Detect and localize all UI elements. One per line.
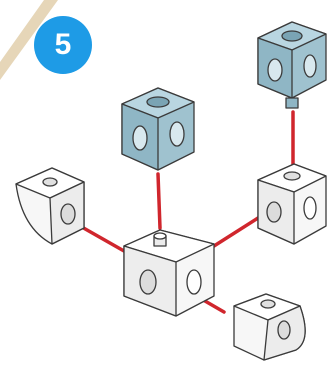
right-top-blue-cube [257,21,327,109]
connector-center-to-left [78,224,126,253]
top-blue-cube [121,87,195,171]
corner-stripe [0,0,58,80]
left-roof-piece [15,167,85,245]
connector-center-to-top [156,172,162,230]
bottom-right-roof-piece [233,293,306,361]
center-cube [123,229,215,317]
right-white-cube [257,163,327,245]
connector-center-to-right [212,216,260,248]
step-number-badge: 5 [34,16,92,74]
